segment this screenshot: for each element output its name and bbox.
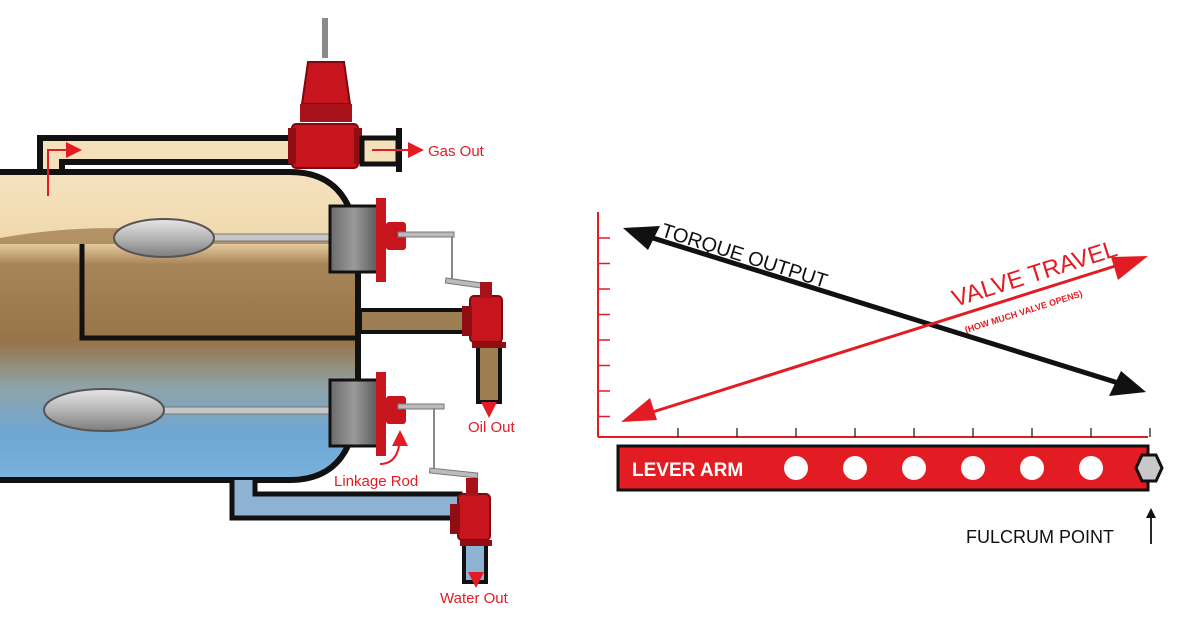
- water-out-label: Water Out: [440, 590, 509, 607]
- separator-vessel: Gas Out Oil Out: [0, 18, 516, 607]
- lever-arm: [616, 444, 1150, 492]
- lever-hole: [784, 456, 808, 480]
- linkage-rod-label: Linkage Rod: [334, 473, 418, 490]
- water-float-head: [386, 396, 406, 424]
- water-float: [43, 388, 165, 432]
- torque-output-arrow: [623, 226, 1146, 396]
- vessel-body: [0, 169, 361, 483]
- oil-float-flange: [328, 204, 380, 274]
- oil-valve-lever: [444, 277, 487, 290]
- lever-hole: [843, 456, 867, 480]
- water-flange-plate: [376, 372, 386, 456]
- lever-holes: [784, 456, 1103, 480]
- y-axis-ticks: [598, 237, 610, 418]
- gas-control-valve: [288, 18, 402, 172]
- x-axis-ticks: [677, 428, 1151, 437]
- oil-lever: [397, 231, 455, 238]
- oil-float: [113, 218, 215, 258]
- lever-diagram: TORQUE OUTPUT VALVE TRAVEL (HOW MUCH VAL…: [597, 212, 1164, 547]
- oil-dump-valve: [462, 282, 506, 348]
- gas-flow-arrow: [47, 142, 82, 196]
- fulcrum-hex-icon: [1134, 453, 1164, 483]
- lever-hole: [1079, 456, 1103, 480]
- gas-out-label: Gas Out: [428, 143, 485, 160]
- oil-drop-pipe: [476, 340, 502, 404]
- water-dump-valve: [450, 478, 492, 546]
- water-float-flange: [328, 378, 380, 448]
- water-valve-lever: [428, 467, 479, 479]
- oil-pipe: [358, 308, 470, 334]
- fulcrum-up-arrow-icon: [1146, 508, 1156, 544]
- fulcrum-point-label: FULCRUM POINT: [966, 527, 1114, 547]
- lever-arm-label: LEVER ARM: [632, 460, 743, 481]
- internal-baffle: [79, 244, 360, 341]
- oil-float-head: [386, 222, 406, 250]
- lever-hole: [1020, 456, 1044, 480]
- torque-output-label: TORQUE OUTPUT: [658, 220, 830, 293]
- lever-hole: [902, 456, 926, 480]
- valve-travel-arrow: [621, 256, 1148, 422]
- water-float-arm: [159, 406, 337, 415]
- lever-hole: [961, 456, 985, 480]
- water-lever: [397, 403, 445, 410]
- oil-out-label: Oil Out: [468, 419, 516, 436]
- linkage-rod-pointer: [379, 430, 408, 465]
- oil-flange-plate: [376, 198, 386, 282]
